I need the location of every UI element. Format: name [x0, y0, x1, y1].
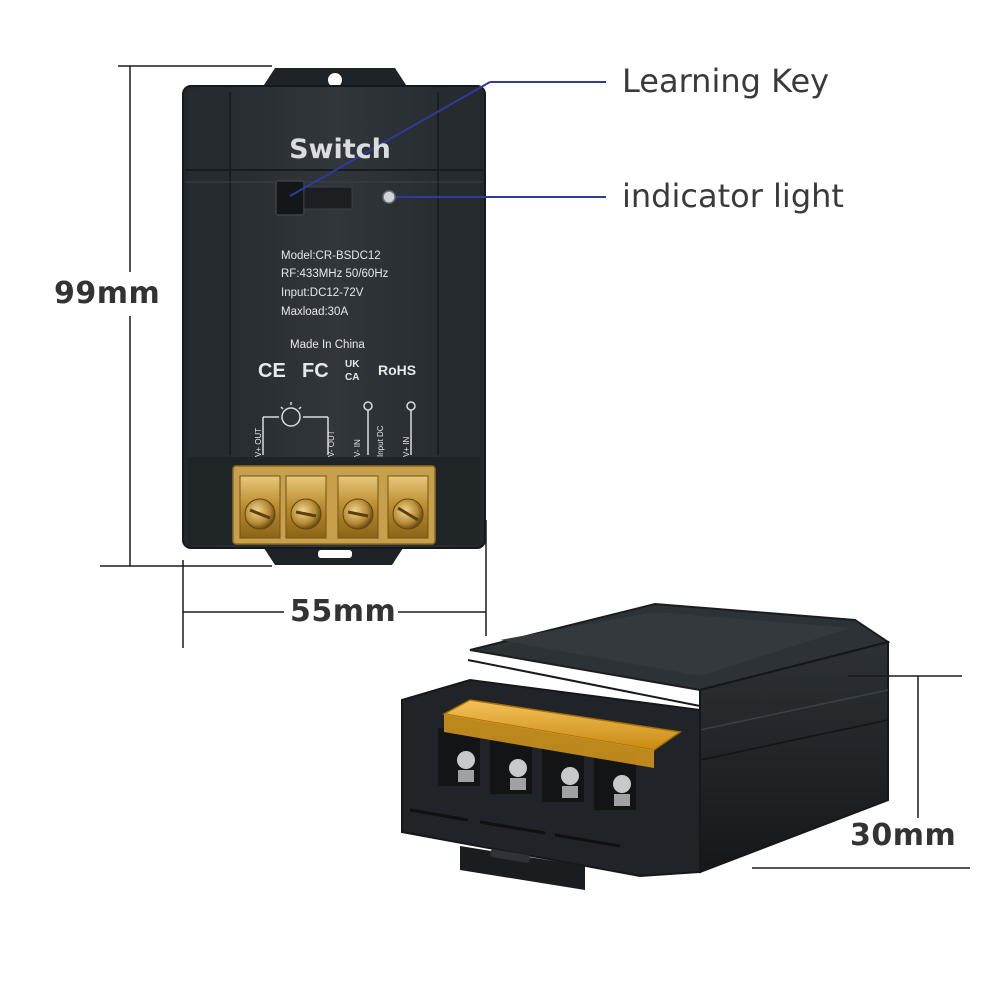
device-title: Switch	[289, 134, 391, 165]
device-body	[182, 85, 486, 549]
learning-key-callout: Learning Key	[622, 62, 830, 100]
ukca-mark-top: UK	[345, 359, 360, 370]
dimension-lines	[100, 65, 970, 869]
model-label: Model:CR-BSDC12	[281, 250, 381, 262]
terminal-label-v-plus-out: V+ OUT	[254, 428, 263, 457]
wiring-diagram	[262, 401, 416, 455]
origin-label: Made In China	[290, 339, 365, 351]
rohs-mark: RoHS	[378, 362, 416, 378]
device-labels: Switch Model:CR-BSDC12 RF:433MHz 50/60Hz…	[254, 134, 416, 457]
width-dimension-label: 55mm	[290, 594, 397, 629]
terminal-label-v-minus-out: V- OUT	[327, 430, 336, 457]
terminal-block	[232, 465, 436, 545]
height-dimension-label: 99mm	[54, 276, 161, 311]
learning-key-button	[275, 180, 305, 216]
ce-mark: CE	[258, 360, 286, 382]
terminal-label-v-plus-in: V+ IN	[402, 437, 411, 457]
front-view	[182, 68, 486, 565]
bottom-mount-tab-3d	[460, 846, 585, 890]
top-mount-hole	[328, 73, 342, 87]
angled-view	[401, 602, 891, 890]
fc-mark: FC	[302, 360, 329, 382]
maxload-label: Maxload:30A	[281, 306, 348, 318]
terminal-label-v-minus-in: V- IN	[353, 439, 362, 457]
ukca-mark-bottom: CA	[345, 372, 359, 383]
terminal-screws	[239, 475, 429, 539]
depth-dimension-label: 30mm	[850, 818, 957, 853]
input-label: Input:DC12-72V	[281, 287, 364, 299]
callout-lines	[289, 81, 606, 198]
indicator-light-callout: indicator light	[622, 177, 844, 215]
rf-label: RF:433MHz 50/60Hz	[281, 268, 389, 280]
indicator-light	[382, 190, 396, 204]
terminal-label-input-dc: Input DC	[376, 425, 385, 457]
